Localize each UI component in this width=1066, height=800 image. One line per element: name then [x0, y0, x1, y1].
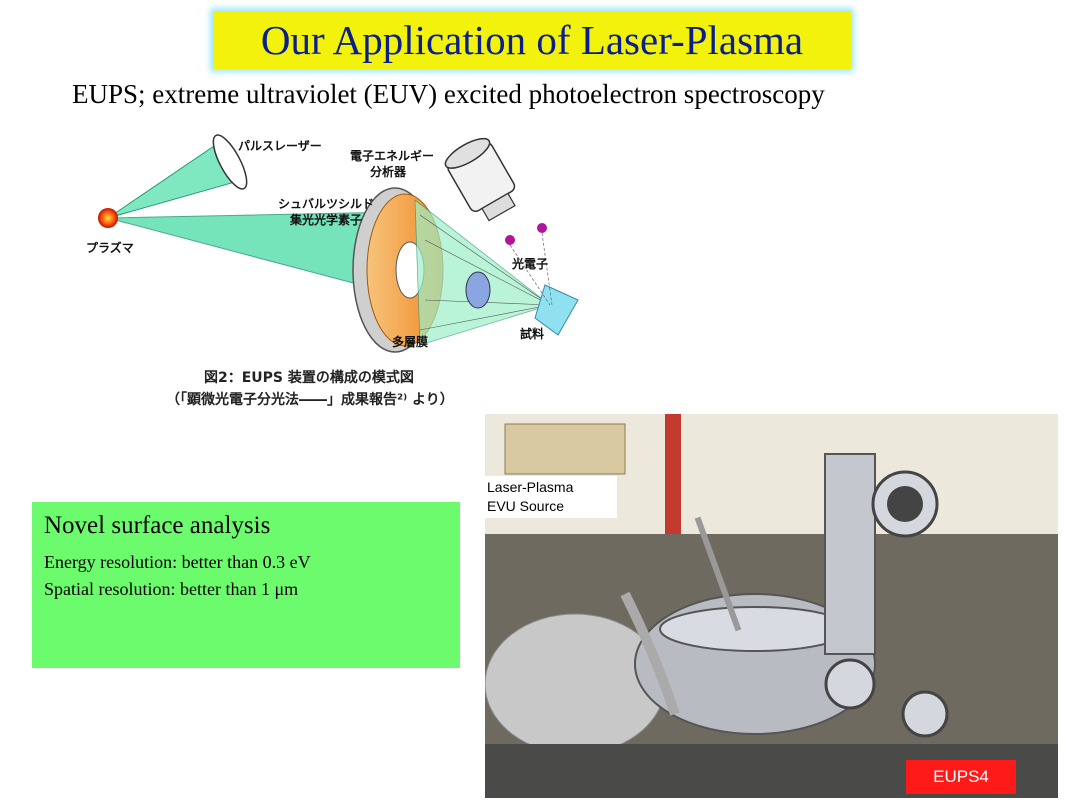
- label-schwarzschild-2: 集光光学素子: [289, 212, 362, 227]
- secondary-mirror: [465, 271, 491, 309]
- surface-analysis-box: Novel surface analysis Energy resolution…: [32, 502, 460, 668]
- label-schwarzschild-1: シュバルツシルド: [278, 197, 374, 211]
- eups4-badge: EUPS4: [906, 760, 1016, 794]
- label-analyzer-1: 電子エネルギー: [350, 148, 434, 163]
- photoelectron-1: [505, 235, 515, 245]
- slide-title: Our Application of Laser-Plasma: [213, 11, 851, 69]
- photoelectron-2: [537, 223, 547, 233]
- apparatus-photo-svg: [485, 414, 1058, 798]
- laser-lens: [212, 134, 248, 190]
- laser-plasma-label-line2: EVU Source: [487, 498, 565, 514]
- label-plasma: プラズマ: [86, 240, 134, 255]
- focus-cone: [414, 199, 551, 346]
- electron-analyzer: [444, 137, 516, 222]
- label-analyzer-2: 分析器: [370, 164, 407, 179]
- slide-subtitle: EUPS; extreme ultraviolet (EUV) excited …: [72, 79, 825, 109]
- laser-plasma-label-line1: Laser-Plasma: [487, 479, 574, 495]
- label-photoelectron: 光電子: [511, 256, 548, 271]
- diagram-caption-1: 図2：EUPS 装置の構成の模式図: [204, 369, 414, 386]
- plasma-source: [98, 208, 118, 228]
- diagram-caption-2: （「顕微光電子分光法――」成果報告²⁾ より）: [166, 391, 454, 408]
- eups-schematic-svg: パルスレーザー 電子エネルギー 分析器 シュバルツシルド 集光光学素子 プラズマ…: [86, 134, 579, 408]
- label-sample: 試料: [520, 326, 544, 341]
- sample-block: [534, 284, 579, 336]
- eups-schematic-diagram: パルスレーザー 電子エネルギー 分析器 シュバルツシルド 集光光学素子 プラズマ…: [80, 120, 600, 415]
- surface-analysis-heading: Novel surface analysis: [44, 512, 271, 539]
- energy-resolution-text: Energy resolution: better than 0.3 eV: [44, 552, 311, 572]
- laser-plasma-source-label: Laser-Plasma EVU Source: [485, 476, 617, 518]
- spatial-resolution-text: Spatial resolution: better than 1 μm: [44, 579, 299, 599]
- label-pulse-laser: パルスレーザー: [238, 139, 322, 153]
- label-multilayer: 多層膜: [392, 334, 428, 349]
- eups-apparatus-photo: Laser-Plasma EVU Source EUPS4: [485, 414, 1058, 798]
